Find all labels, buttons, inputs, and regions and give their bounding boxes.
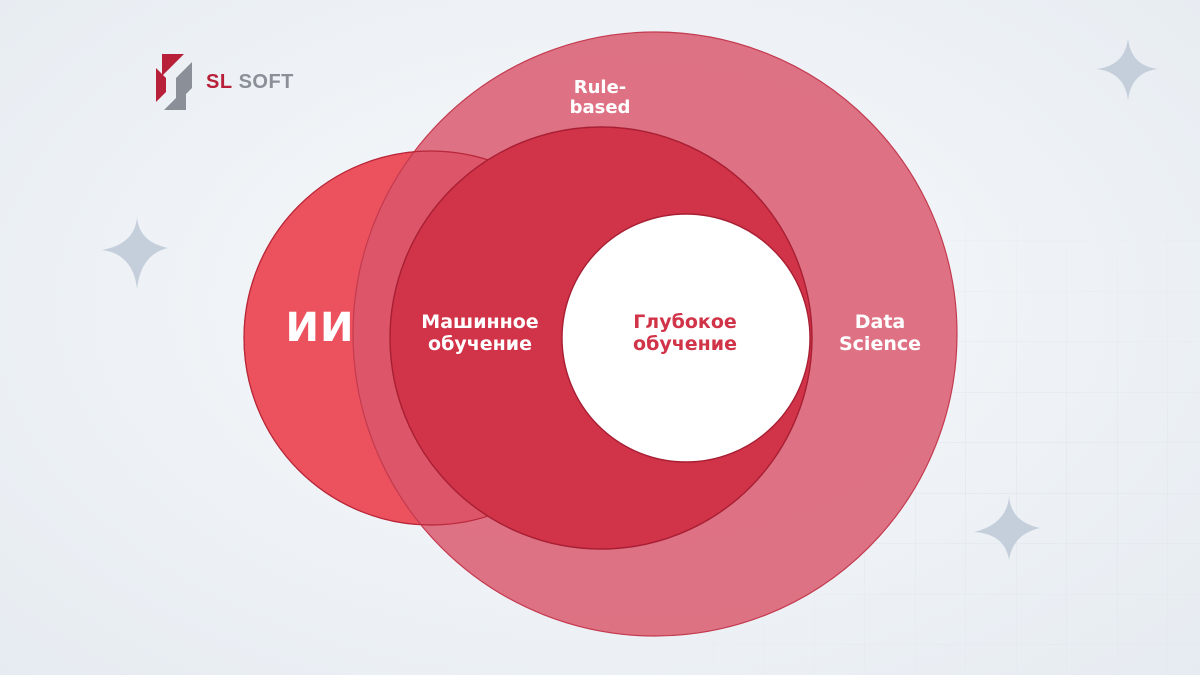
brand-name-secondary: SOFT <box>238 70 294 93</box>
deep-learning-label-line-1: Глубокое <box>633 311 737 333</box>
sparkle-icon <box>102 217 168 289</box>
data-science-label: Data Science <box>810 311 950 356</box>
machine-learning-label: Машинное обучение <box>400 311 560 356</box>
data-science-label-line-2: Science <box>838 332 922 355</box>
data-science-label-line-1: Data <box>854 311 906 333</box>
rule-based-label: Rule- based <box>540 78 660 118</box>
rule-based-label-line-2: based <box>569 96 631 118</box>
sl-soft-logo-icon <box>156 54 192 110</box>
deep-learning-label: Глубокое обучение <box>585 311 785 356</box>
deep-learning-label-line-2: обучение <box>633 332 737 355</box>
deep-learning-circle <box>561 213 811 463</box>
sparkle-icon <box>1096 38 1158 101</box>
machine-learning-label-line-2: обучение <box>428 332 532 355</box>
rule-based-label-line-1: Rule- <box>573 77 627 98</box>
ai-label: ИИ <box>285 305 355 351</box>
brand-name-primary: SL <box>206 70 233 93</box>
sparkle-icon <box>974 496 1040 560</box>
machine-learning-label-line-1: Машинное <box>421 311 539 333</box>
